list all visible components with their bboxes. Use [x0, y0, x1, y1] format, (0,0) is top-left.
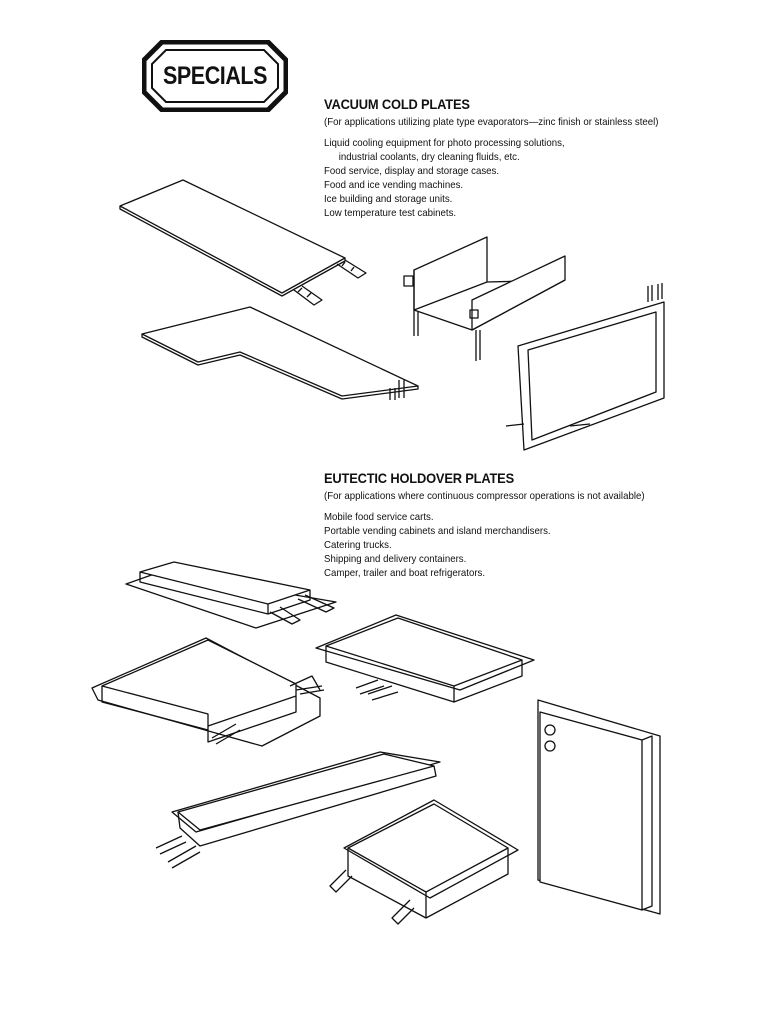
eutectic-plate-rect-box-illustration	[315, 614, 535, 703]
list-item: Ice building and storage units.	[324, 193, 453, 205]
vacuum-subtitle: (For applications utilizing plate type e…	[324, 116, 659, 128]
specials-badge-frame	[142, 40, 288, 112]
list-item: Camper, trailer and boat refrigerators.	[324, 567, 486, 579]
list-item: Mobile food service carts.	[324, 511, 434, 523]
eutectic-plate-wedge-illustration	[155, 751, 441, 869]
eutectic-subtitle: (For applications where continuous compr…	[324, 490, 645, 502]
list-item: Low temperature test cabinets.	[324, 207, 457, 219]
eutectic-plate-flanged-box-illustration	[125, 561, 337, 629]
vacuum-title: VACUUM COLD PLATES	[324, 96, 470, 112]
vacuum-plate-long-illustration	[119, 179, 367, 306]
vacuum-plate-l-shaped-illustration	[141, 306, 419, 400]
list-item: industrial coolants, dry cleaning fluids…	[338, 151, 520, 163]
specials-badge-label: SPECIALS	[162, 61, 268, 90]
vacuum-plate-tray-illustration	[403, 236, 566, 361]
eutectic-plate-low-box-illustration	[329, 799, 519, 925]
eutectic-plate-upright-panel-illustration	[537, 699, 661, 915]
list-item: Food service, display and storage cases.	[324, 165, 500, 177]
eutectic-holdover-plates-section: EUTECTIC HOLDOVER PLATES (For applicatio…	[324, 470, 744, 580]
eutectic-applications-list: Mobile food service carts. Portable vend…	[324, 510, 710, 580]
eutectic-title: EUTECTIC HOLDOVER PLATES	[324, 470, 514, 486]
list-item: Catering trucks.	[324, 539, 392, 551]
list-item: Food and ice vending machines.	[324, 179, 464, 191]
vacuum-plate-panel-illustration	[505, 283, 665, 451]
list-item: Shipping and delivery containers.	[324, 553, 467, 565]
list-item: Portable vending cabinets and island mer…	[324, 525, 551, 537]
list-item: Liquid cooling equipment for photo proce…	[324, 137, 565, 149]
eutectic-plate-notched-box-illustration	[91, 637, 325, 747]
vacuum-applications-list: Liquid cooling equipment for photo proce…	[324, 136, 710, 220]
vacuum-cold-plates-section: VACUUM COLD PLATES (For applications uti…	[324, 96, 744, 220]
